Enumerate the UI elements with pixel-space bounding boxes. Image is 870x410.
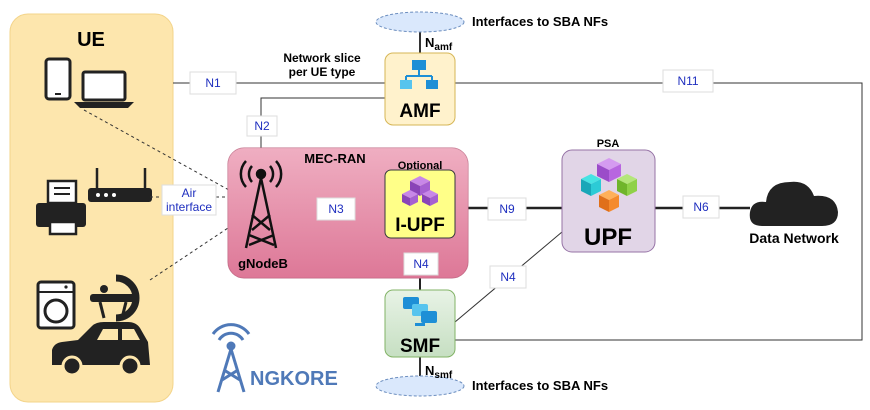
upf-cubes-icon (581, 158, 637, 212)
slice-note-line2: per UE type (289, 65, 356, 79)
sba-top-label: Interfaces to SBA NFs (472, 14, 608, 29)
air-link-laptop (83, 109, 239, 196)
cubes-icon (402, 176, 438, 206)
sba-bottom-label: Interfaces to SBA NFs (472, 378, 608, 393)
hierarchy-icon (400, 60, 438, 89)
n2-label: N2 (254, 119, 270, 133)
air-link-scanner (149, 219, 241, 281)
medical-scanner-icon (90, 274, 140, 322)
n4b-label: N4 (500, 270, 516, 284)
gnodeb-label: gNodeB (238, 256, 288, 271)
washing-machine-icon (36, 280, 76, 330)
iupf-label: I-UPF (395, 215, 445, 236)
sba-bottom-ellipse (375, 375, 465, 397)
phone-icon (44, 57, 72, 101)
optional-label: Optional (398, 160, 443, 172)
ngkore-logo (211, 323, 251, 393)
amf-label: AMF (399, 101, 440, 122)
router-icon (88, 168, 152, 202)
n3-label: N3 (328, 202, 344, 216)
psa-label: PSA (597, 138, 620, 150)
smf-label: SMF (400, 336, 440, 357)
n1-label: N1 (205, 76, 221, 90)
n9-label: N9 (499, 202, 515, 216)
cloud-icon (749, 181, 838, 226)
n6-label: N6 (693, 200, 709, 214)
air-interface-line2: interface (166, 200, 212, 214)
mec-ran-title: MEC-RAN (304, 151, 365, 166)
upf-label: UPF (584, 224, 632, 251)
slice-note-line1: Network slice (283, 51, 361, 65)
antenna-tower-icon (239, 160, 283, 249)
n11-link (455, 82, 863, 341)
nsmf-label: Nsmf (425, 363, 453, 381)
sba-top-ellipse (375, 11, 465, 33)
amf-box (384, 52, 456, 126)
namf-label: Namf (425, 35, 453, 53)
laptop-icon (74, 70, 134, 108)
printer-icon (36, 179, 86, 236)
n4a-label: N4 (413, 257, 429, 271)
car-icon (52, 322, 150, 377)
ue-title: UE (77, 29, 105, 51)
air-interface-line1: Air (182, 186, 197, 200)
n11-label: N11 (677, 74, 698, 88)
ngkore-logo-text: NGKORE (250, 368, 338, 390)
iupf-box (384, 169, 456, 239)
smf-servers-icon (403, 297, 437, 326)
n2-link (260, 97, 385, 160)
data-network-label: Data Network (749, 230, 839, 246)
